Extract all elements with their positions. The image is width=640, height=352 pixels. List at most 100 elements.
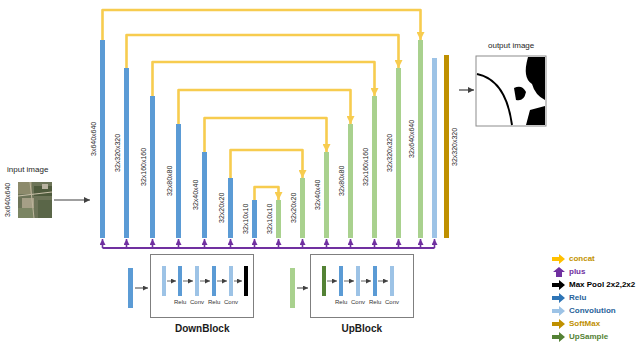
feature-map-node: 32x320x320 bbox=[444, 55, 459, 238]
legend-text: UpSample bbox=[569, 332, 608, 341]
feature-map-node: 32x40x40 bbox=[314, 152, 329, 238]
legend-swatch bbox=[552, 254, 566, 264]
operation-label: Relu bbox=[208, 299, 220, 306]
dimension-label: 32x40x40 bbox=[192, 180, 200, 210]
dimension-label: 32x10x10 bbox=[266, 204, 274, 234]
dimension-label: 32x20x20 bbox=[218, 193, 226, 223]
feature-map-node: 32x20x20 bbox=[290, 178, 305, 238]
legend-item: concat bbox=[552, 252, 635, 265]
legend-swatch bbox=[552, 280, 566, 290]
legend-text: concat bbox=[569, 254, 595, 263]
plus-bus bbox=[103, 239, 435, 248]
dimension-label: 32x320x320 bbox=[386, 134, 394, 172]
legend-text: Relu bbox=[569, 293, 586, 302]
feature-map-bar bbox=[418, 40, 423, 238]
feature-map-bar bbox=[124, 68, 129, 238]
feature-map-node: 32x160x160 bbox=[140, 96, 155, 238]
feature-map-bar bbox=[150, 96, 155, 238]
legend-item: Relu bbox=[552, 291, 635, 304]
dimension-label: 32x320x320 bbox=[114, 134, 122, 172]
down-block: DownBlock bbox=[150, 254, 254, 335]
dimension-label: 32x80x80 bbox=[166, 166, 174, 196]
feature-map-bar bbox=[348, 124, 353, 238]
feature-map-bar bbox=[444, 55, 449, 238]
up-block: UpBlock bbox=[310, 254, 414, 335]
legend-item: Max Pool 2x2,2x2 bbox=[552, 278, 635, 291]
feature-map-bar bbox=[100, 40, 105, 238]
dimension-label: 32x40x40 bbox=[314, 180, 322, 210]
concat-connector bbox=[205, 118, 327, 152]
legend-swatch bbox=[552, 293, 566, 303]
feature-map-bar bbox=[324, 152, 329, 238]
operation-label: Conv bbox=[385, 299, 399, 306]
legend-item: plus bbox=[552, 265, 635, 278]
block-frame bbox=[150, 254, 254, 318]
legend-item: Convolution bbox=[552, 304, 635, 317]
feature-map-bar bbox=[252, 200, 257, 238]
operation-label: Conv bbox=[190, 299, 204, 306]
feature-map-bar bbox=[202, 152, 207, 238]
feature-map-bar bbox=[176, 124, 181, 238]
legend-swatch bbox=[552, 267, 566, 277]
legend-swatch bbox=[552, 332, 566, 342]
image-caption: output image bbox=[488, 41, 534, 50]
flow-arrow bbox=[459, 89, 474, 90]
dimension-label: 32x160x160 bbox=[362, 148, 370, 186]
image-caption: 3x640x640 bbox=[4, 183, 12, 217]
image-caption: input image bbox=[7, 165, 48, 174]
convolution-bar bbox=[432, 58, 437, 238]
legend-text: Max Pool 2x2,2x2 bbox=[569, 280, 635, 289]
satellite-thumbnail bbox=[18, 182, 52, 218]
feature-map-bar bbox=[300, 178, 305, 238]
feature-map-node: 32x640x640 bbox=[408, 40, 423, 238]
feature-map-node: 32x10x10 bbox=[242, 200, 257, 238]
dimension-label: 32x10x10 bbox=[242, 204, 250, 234]
dimension-label: 32x640x640 bbox=[408, 120, 416, 158]
legend: concat plusMax Pool 2x2,2x2ReluConvolutio… bbox=[552, 252, 635, 343]
concat-connector bbox=[255, 187, 279, 200]
feature-map-node: 32x10x10 bbox=[266, 200, 281, 238]
output-image: output image bbox=[474, 40, 548, 128]
feature-map-node: 32x80x80 bbox=[338, 124, 353, 238]
feature-map-node: 32x80x80 bbox=[166, 124, 181, 238]
flow-arrow bbox=[54, 199, 90, 200]
legend-text: Convolution bbox=[569, 306, 616, 315]
legend-text: plus bbox=[569, 267, 585, 276]
feature-map-node: 32x20x20 bbox=[218, 178, 233, 238]
segmentation-thumbnail bbox=[476, 56, 546, 126]
operation-label: Relu bbox=[174, 299, 186, 306]
upblock-internals bbox=[290, 266, 394, 308]
dimension-label: 32x320x320 bbox=[451, 127, 459, 165]
operation-label: Relu bbox=[369, 299, 381, 306]
feature-map-node: 3x640x640 bbox=[90, 40, 105, 238]
feature-map-bar bbox=[228, 178, 233, 238]
operation-label: Conv bbox=[351, 299, 365, 306]
feature-map-node: 32x40x40 bbox=[192, 152, 207, 238]
legend-item: UpSample bbox=[552, 330, 635, 343]
downblock-internals bbox=[128, 266, 248, 308]
feature-map-bar bbox=[396, 68, 401, 238]
dimension-label: 32x160x160 bbox=[140, 148, 148, 186]
dimension-label: 3x640x640 bbox=[90, 122, 98, 156]
block-title: UpBlock bbox=[342, 323, 383, 335]
feature-map-node: 32x160x160 bbox=[362, 96, 377, 238]
block-frame bbox=[310, 254, 414, 318]
feature-map-node: 32x320x320 bbox=[386, 68, 401, 238]
feature-map-node: 32x320x320 bbox=[114, 68, 129, 238]
legend-text: SoftMax bbox=[569, 319, 600, 328]
operation-label: Relu bbox=[335, 299, 347, 306]
operation-label: Conv bbox=[224, 299, 238, 306]
feature-map-bar bbox=[372, 96, 377, 238]
dimension-label: 32x20x20 bbox=[290, 193, 298, 223]
feature-map-bar bbox=[276, 200, 281, 238]
legend-swatch bbox=[552, 306, 566, 316]
input-image: input image 3x640x640 bbox=[2, 164, 54, 222]
legend-item: SoftMax bbox=[552, 317, 635, 330]
block-title: DownBlock bbox=[175, 323, 229, 335]
dimension-label: 32x80x80 bbox=[338, 166, 346, 196]
legend-swatch bbox=[552, 319, 566, 329]
